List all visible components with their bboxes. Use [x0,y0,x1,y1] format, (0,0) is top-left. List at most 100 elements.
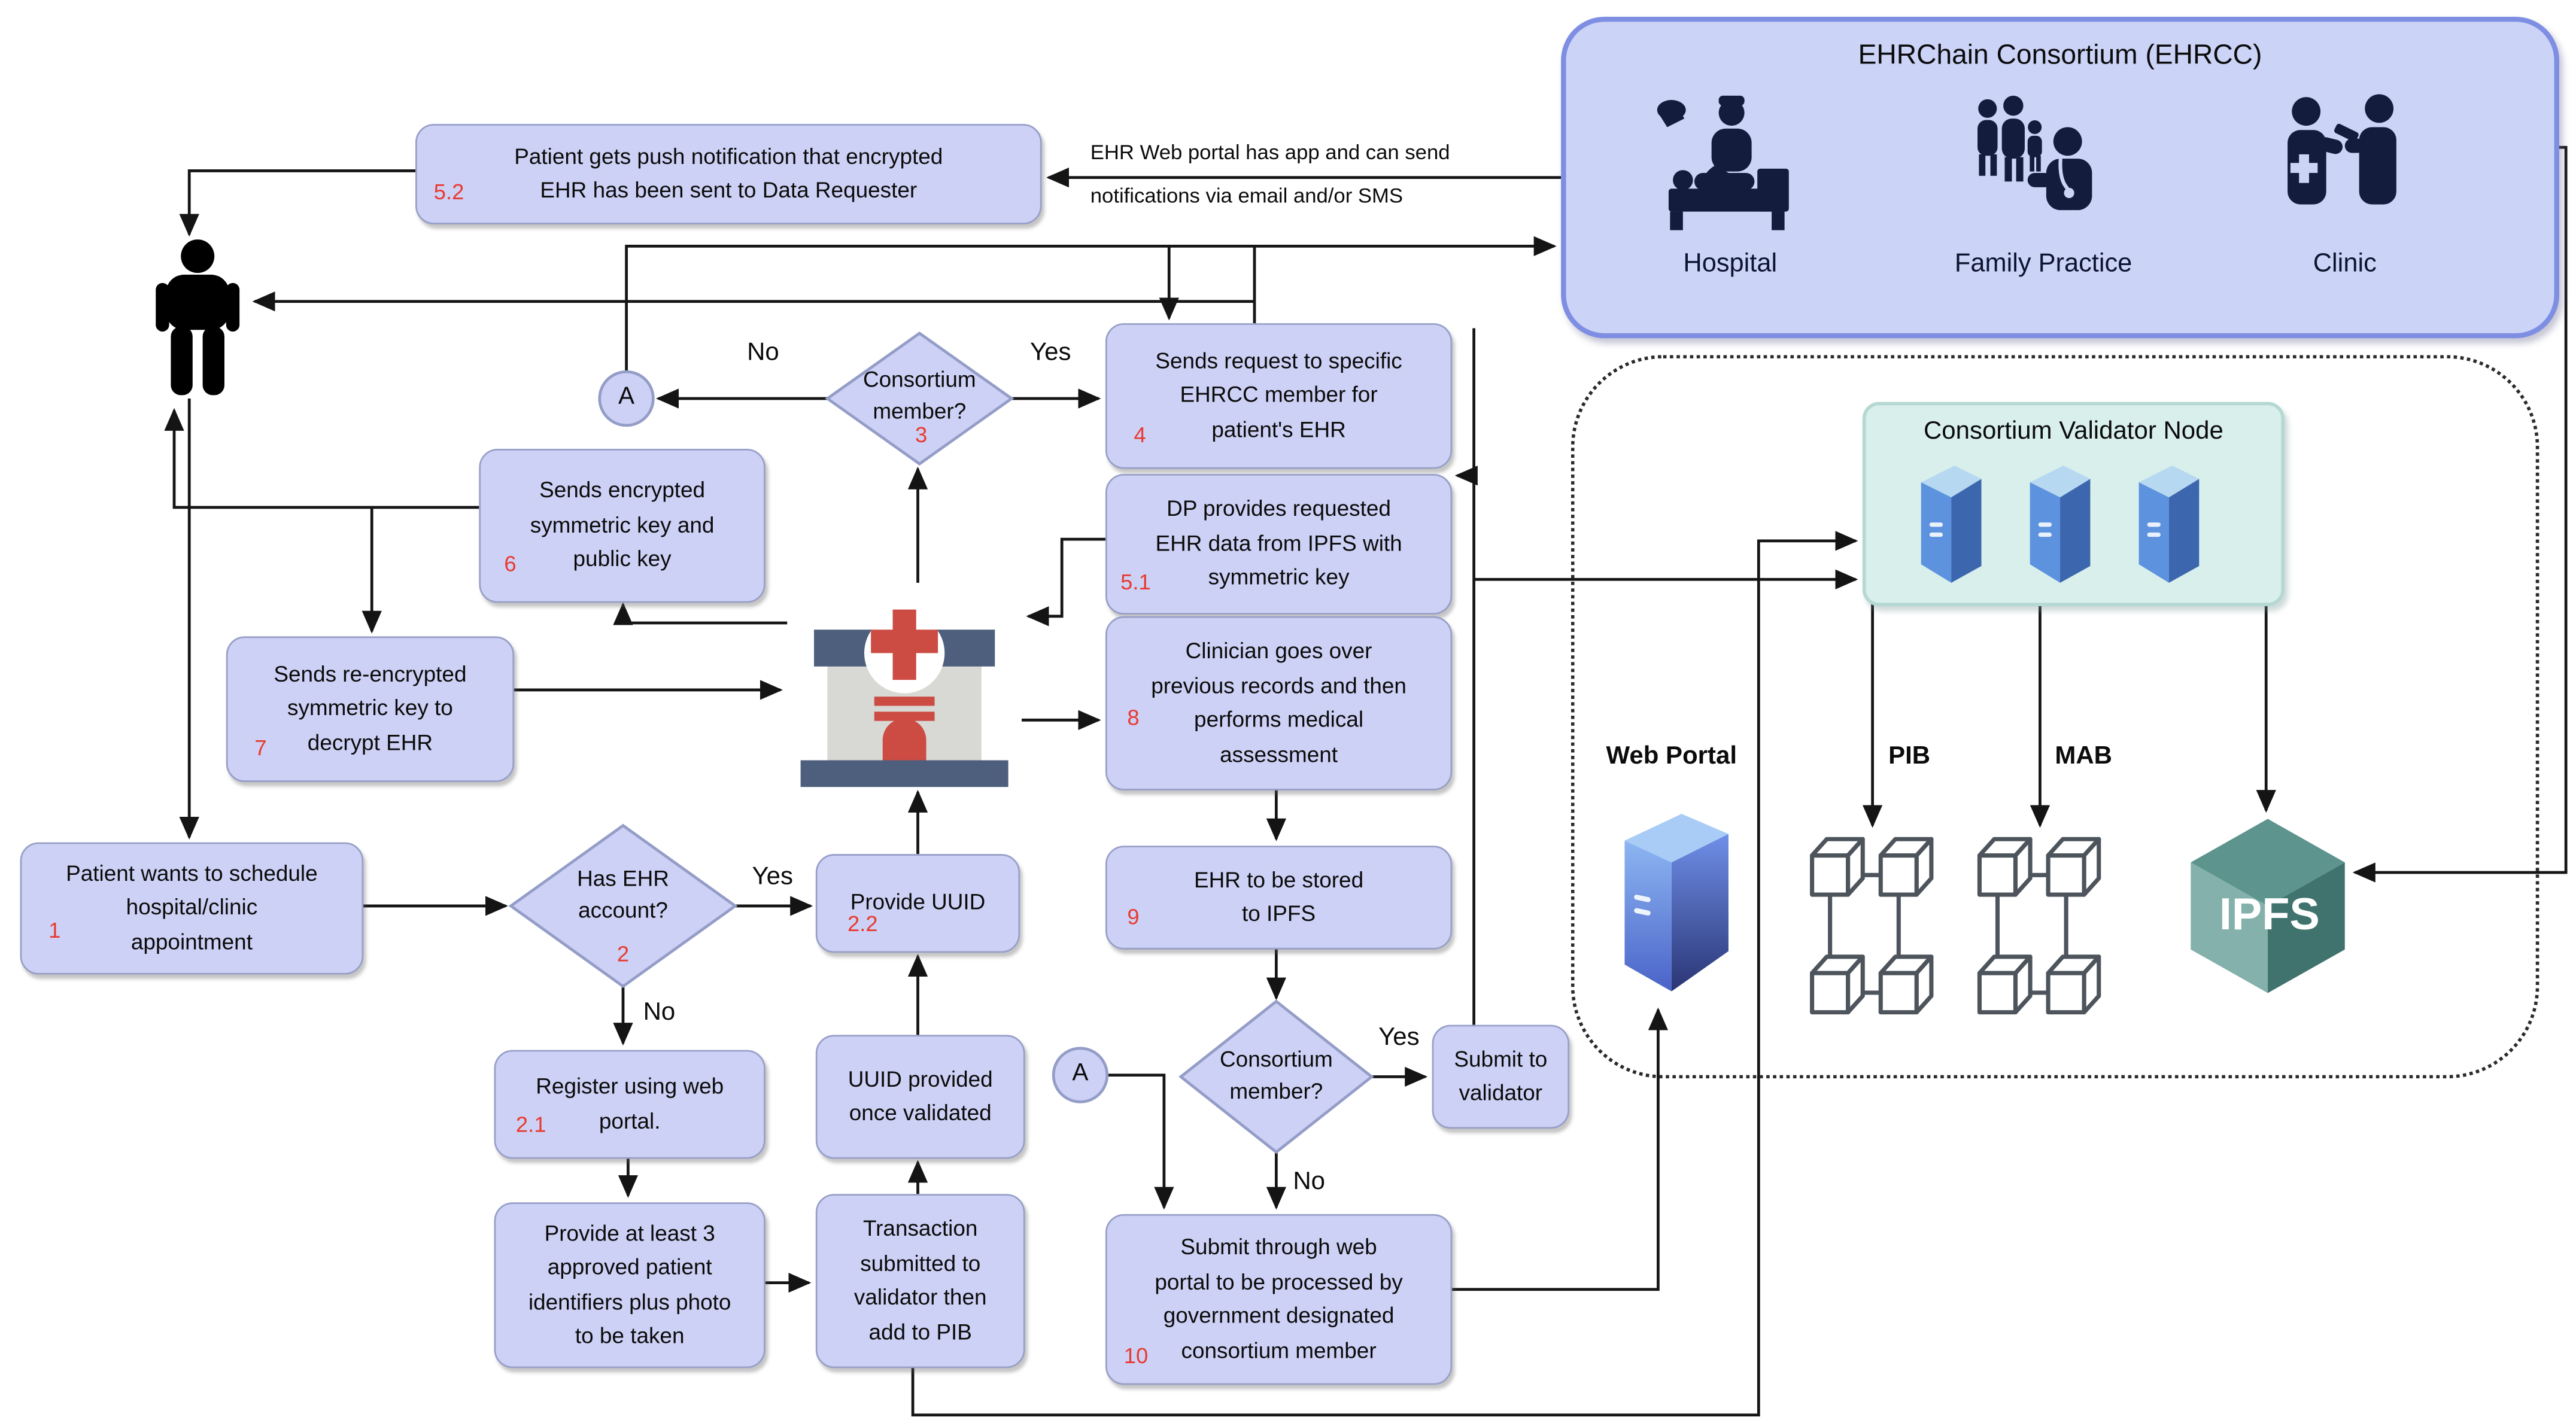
connector-line [613,602,788,625]
edge-label-yes: Yes [752,862,793,891]
text-line: Provide at least 3 [544,1220,715,1245]
text-line: Sends re-encrypted [274,661,467,686]
text-line: government designated [1163,1303,1395,1328]
step-number: 2.1 [515,1112,546,1138]
text-line: validator then [853,1284,987,1310]
decision-diamond-consortium-member-3 [825,331,1014,466]
flow-box-submit-to-validator: Submit to validator [1432,1024,1570,1129]
ehrcc-title: EHRChain Consortium (EHRCC) [1858,40,2262,71]
annotation-text: notifications via email and/or SMS [1090,184,1404,208]
text-line: Sends encrypted [539,478,706,503]
member-clinic: Clinic [2219,86,2471,280]
family-practice-icon [1977,95,2092,211]
text-line: EHR data from IPFS with [1155,530,1402,556]
step-number: 2.2 [847,911,878,937]
text-line: EHR has been sent to Data Requester [540,177,918,203]
patient-person-icon [156,239,240,396]
connector-label-a-top: A [618,383,635,411]
flow-box-transaction-submitted: Transaction submitted to validator then add… [815,1194,1025,1369]
annotation-text: EHR Web portal has app and can send [1090,141,1450,165]
edge-label-yes: Yes [1378,1023,1420,1052]
text-line: public key [573,546,672,571]
mab-label: MAB [2055,741,2113,771]
text-line: symmetric key [1208,564,1350,590]
text-line: member? [873,399,967,424]
text-line: identifiers plus photo [528,1288,731,1314]
decision-diamond-consortium-member-bottom [1178,999,1374,1154]
edge-label-no: No [1293,1167,1326,1196]
text-line: Consortium [1220,1047,1333,1072]
pib-label: PIB [1888,741,1931,771]
text-line: UUID provided [847,1066,993,1091]
step-number: 1 [48,917,61,943]
step-number: 5.2 [433,179,464,205]
text-line: to IPFS [1242,901,1316,926]
edge-label-no: No [643,998,676,1027]
text-line: portal to be processed by [1155,1268,1403,1294]
connector-line [625,236,1557,372]
mab-blockchain-icon [1977,837,2101,1015]
connectors [164,145,2568,1417]
connector-line [164,408,479,509]
text-line: approved patient [547,1254,712,1279]
connector-line [1026,537,1105,627]
step-number: 3 [915,422,928,448]
text-line: hospital/clinic [126,895,258,920]
text-line: Patient gets push notification that encr… [514,143,943,169]
text-line: validator [1459,1080,1543,1105]
member-label: Hospital [1683,249,1778,278]
text-line: Clinician goes over [1185,638,1372,664]
step-number: 8 [1127,705,1140,731]
text-line: Patient wants to schedule [66,860,318,886]
web-portal-server-icon [1624,814,1729,992]
connector-circle-a-top [598,370,655,427]
step-number: 5.1 [1120,569,1151,595]
text-line: to be taken [575,1322,685,1348]
text-line: Transaction [862,1215,978,1241]
server-tower-icon [2030,465,2091,583]
text-line: add to PIB [868,1318,972,1344]
hospital-building-icon [800,609,1008,788]
text-line: appointment [130,929,253,954]
server-tower-icon [2138,465,2200,583]
text-line: symmetric key to [287,695,453,721]
member-family-practice: Family Practice [1909,86,2177,280]
edge-label-no: No [747,338,779,367]
flow-box-patient-identifiers: Provide at least 3 approved patient identi… [494,1202,765,1369]
consortium-validator-node-box: Consortium Validator Node [1862,402,2285,607]
text-line: Provide UUID [850,889,986,915]
member-hospital: Hospital [1613,86,1848,280]
text-line: Consortium [862,366,976,392]
web-portal-label: Web Portal [1606,741,1737,771]
ipfs-text: IPFS [2219,889,2320,939]
text-line: performs medical [1194,706,1364,732]
member-label: Family Practice [1954,249,2133,278]
ipfs-cube-icon: IPFS [2191,819,2345,993]
ehrcc-consortium-box: EHRChain Consortium (EHRCC) Hospital [1561,16,2559,339]
server-tower-icon [1921,465,1982,583]
text-line: EHR to be stored [1194,866,1364,892]
text-line: Submit to [1454,1045,1548,1071]
connector-line [1448,1007,1669,1291]
connector-circle-a-bottom [1052,1047,1109,1103]
text-line: Submit through web [1180,1234,1377,1260]
text-line: submitted to [860,1250,981,1275]
text-line: EHRCC member for [1180,382,1378,408]
text-line: assessment [1220,741,1338,767]
step-number: 10 [1123,1343,1149,1369]
step-number: 4 [1134,422,1146,448]
connector-line [911,531,1858,1417]
decision-text-consortium-member-3: Consortium member? [829,363,1010,427]
text-line: decrypt EHR [307,729,433,755]
hospital-icon [1657,95,1789,230]
